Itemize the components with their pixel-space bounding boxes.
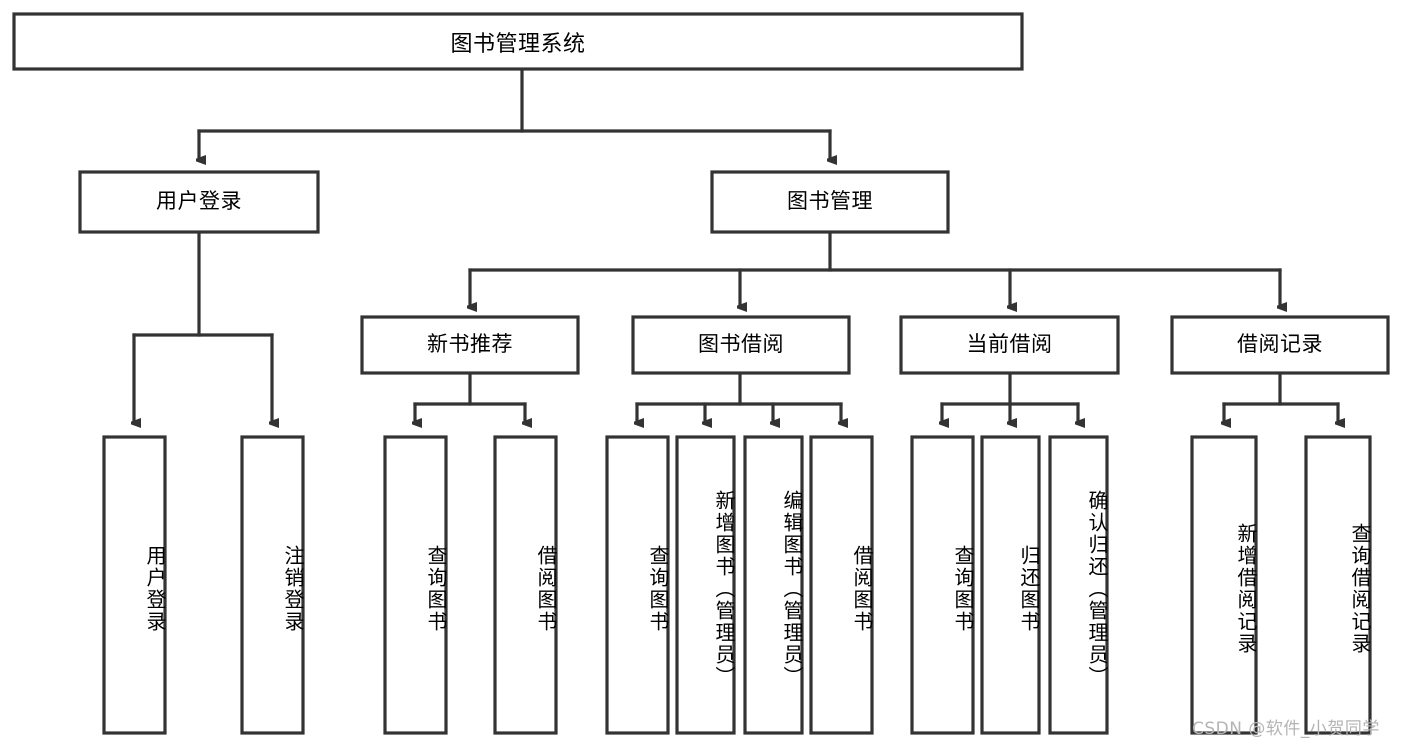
- node-book-borrow[interactable]: 图书借阅: [698, 332, 784, 357]
- leaf-query-borrow-record[interactable]: 查询借阅记录: [1348, 523, 1372, 655]
- leaf-logout-login[interactable]: 注销登录: [281, 545, 305, 633]
- node-root[interactable]: 图书管理系统: [450, 31, 586, 57]
- leaf-return-book[interactable]: 归还图书: [1017, 545, 1041, 633]
- leaf-add-borrow-record[interactable]: 新增借阅记录: [1234, 523, 1258, 655]
- node-new-book-recommend[interactable]: 新书推荐: [427, 332, 513, 357]
- leaf-edit-book-admin[interactable]: 编辑图书（管理员）: [780, 490, 804, 688]
- leaf-borrow-book-new[interactable]: 借阅图书: [534, 545, 558, 633]
- node-user-login[interactable]: 用户登录: [156, 189, 242, 214]
- node-borrow-records[interactable]: 借阅记录: [1237, 332, 1323, 357]
- leaf-borrow-book[interactable]: 借阅图书: [850, 545, 874, 633]
- leaf-confirm-return-admin[interactable]: 确认归还（管理员）: [1085, 490, 1109, 688]
- leaf-query-book-current[interactable]: 查询图书: [951, 545, 975, 633]
- leaf-query-book-new[interactable]: 查询图书: [424, 545, 448, 633]
- leaf-add-book-admin[interactable]: 新增图书（管理员）: [712, 490, 736, 688]
- node-book-management[interactable]: 图书管理: [787, 189, 873, 214]
- csdn-watermark: CSDN @软件_小贺同学: [1192, 719, 1380, 739]
- node-current-borrow[interactable]: 当前借阅: [966, 332, 1053, 357]
- leaf-user-login[interactable]: 用户登录: [143, 545, 167, 633]
- leaf-query-book-borrow[interactable]: 查询图书: [646, 545, 670, 633]
